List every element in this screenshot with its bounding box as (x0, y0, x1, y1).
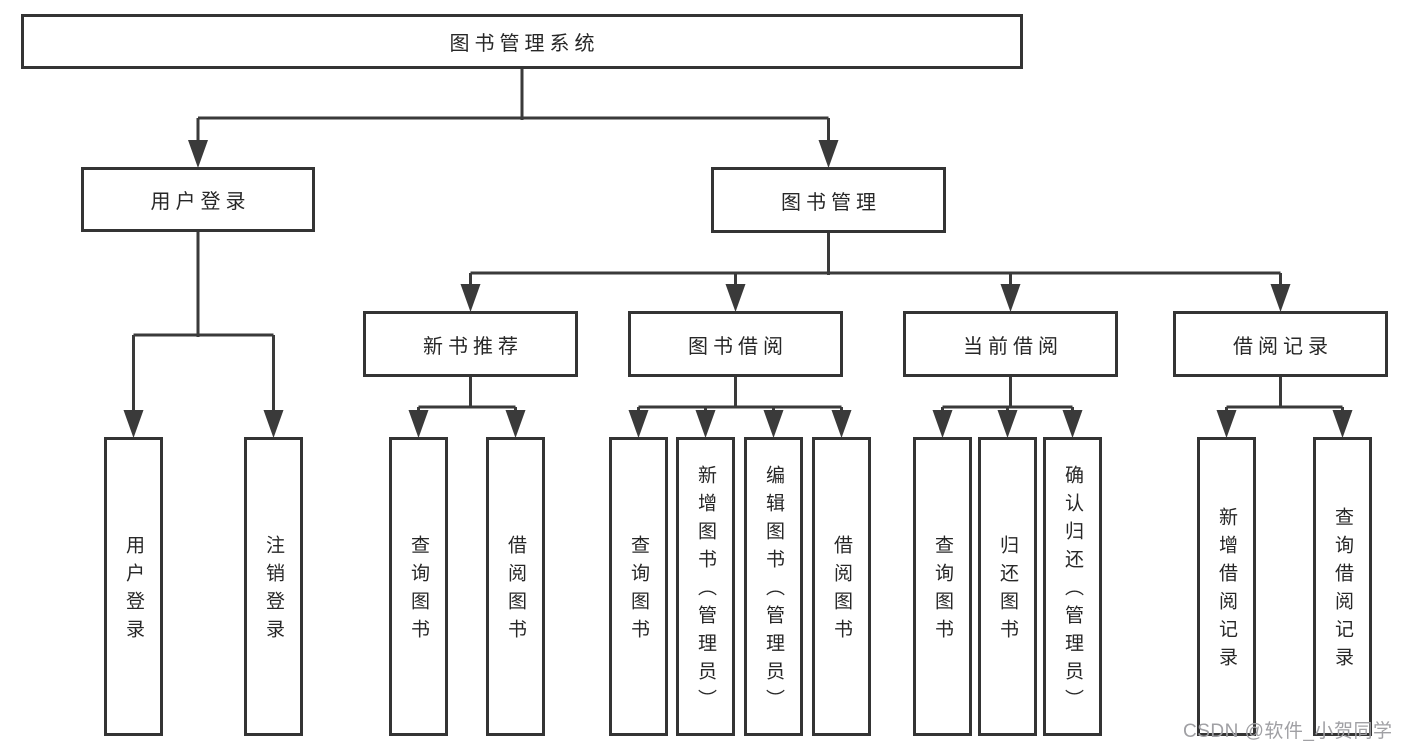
leaf-search-borrow-record-label: 查询借阅记录 (1332, 507, 1353, 675)
node-book-borrowing: 图书借阅 (628, 311, 843, 377)
leaf-recommend-borrow-book-label: 借阅图书 (505, 535, 526, 647)
leaf-borrowing-borrow-book: 借阅图书 (812, 437, 871, 736)
leaf-user-login: 用户登录 (104, 437, 163, 736)
leaf-add-book-admin: 新增图书（管理员） (676, 437, 735, 736)
node-borrowing-records-label: 借阅记录 (1233, 335, 1333, 358)
node-root: 图书管理系统 (21, 14, 1023, 69)
csdn-watermark: CSDN @软件_小贺同学 (1183, 721, 1393, 742)
leaf-add-borrow-record-label: 新增借阅记录 (1216, 507, 1237, 675)
leaf-borrowing-search-book: 查询图书 (609, 437, 668, 736)
leaf-borrowing-search-book-label: 查询图书 (628, 535, 649, 647)
leaf-current-search-book-label: 查询图书 (932, 535, 953, 647)
leaf-recommend-borrow-book: 借阅图书 (486, 437, 545, 736)
node-book-management: 图书管理 (711, 167, 946, 233)
leaf-edit-book-admin: 编辑图书（管理员） (744, 437, 803, 736)
leaf-recommend-search-book: 查询图书 (389, 437, 448, 736)
leaf-add-borrow-record: 新增借阅记录 (1197, 437, 1256, 736)
leaf-edit-book-admin-label: 编辑图书（管理员） (763, 465, 784, 717)
leaf-confirm-return-admin-label: 确认归还（管理员） (1062, 465, 1083, 717)
node-root-label: 图书管理系统 (449, 33, 600, 55)
leaf-current-search-book: 查询图书 (913, 437, 972, 736)
leaf-return-book: 归还图书 (978, 437, 1037, 736)
leaf-logout: 注销登录 (244, 437, 303, 736)
node-borrowing-records: 借阅记录 (1173, 311, 1388, 377)
leaf-user-login-label: 用户登录 (123, 535, 144, 647)
leaf-search-borrow-record: 查询借阅记录 (1313, 437, 1372, 736)
node-book-borrowing-label: 图书借阅 (688, 335, 788, 358)
node-current-borrowing: 当前借阅 (903, 311, 1118, 377)
node-new-book-recommend: 新书推荐 (363, 311, 578, 377)
leaf-logout-label: 注销登录 (263, 535, 284, 647)
node-user-login-label: 用户登录 (150, 191, 251, 213)
leaf-add-book-admin-label: 新增图书（管理员） (695, 465, 716, 717)
leaf-borrowing-borrow-book-label: 借阅图书 (831, 535, 852, 647)
arrowheads (123, 140, 1353, 438)
leaf-recommend-search-book-label: 查询图书 (408, 535, 429, 647)
node-user-login: 用户登录 (81, 167, 315, 232)
node-current-borrowing-label: 当前借阅 (963, 335, 1063, 358)
node-book-management-label: 图书管理 (781, 191, 881, 214)
node-new-book-recommend-label: 新书推荐 (423, 335, 523, 358)
leaf-return-book-label: 归还图书 (997, 535, 1018, 647)
leaf-confirm-return-admin: 确认归还（管理员） (1043, 437, 1102, 736)
